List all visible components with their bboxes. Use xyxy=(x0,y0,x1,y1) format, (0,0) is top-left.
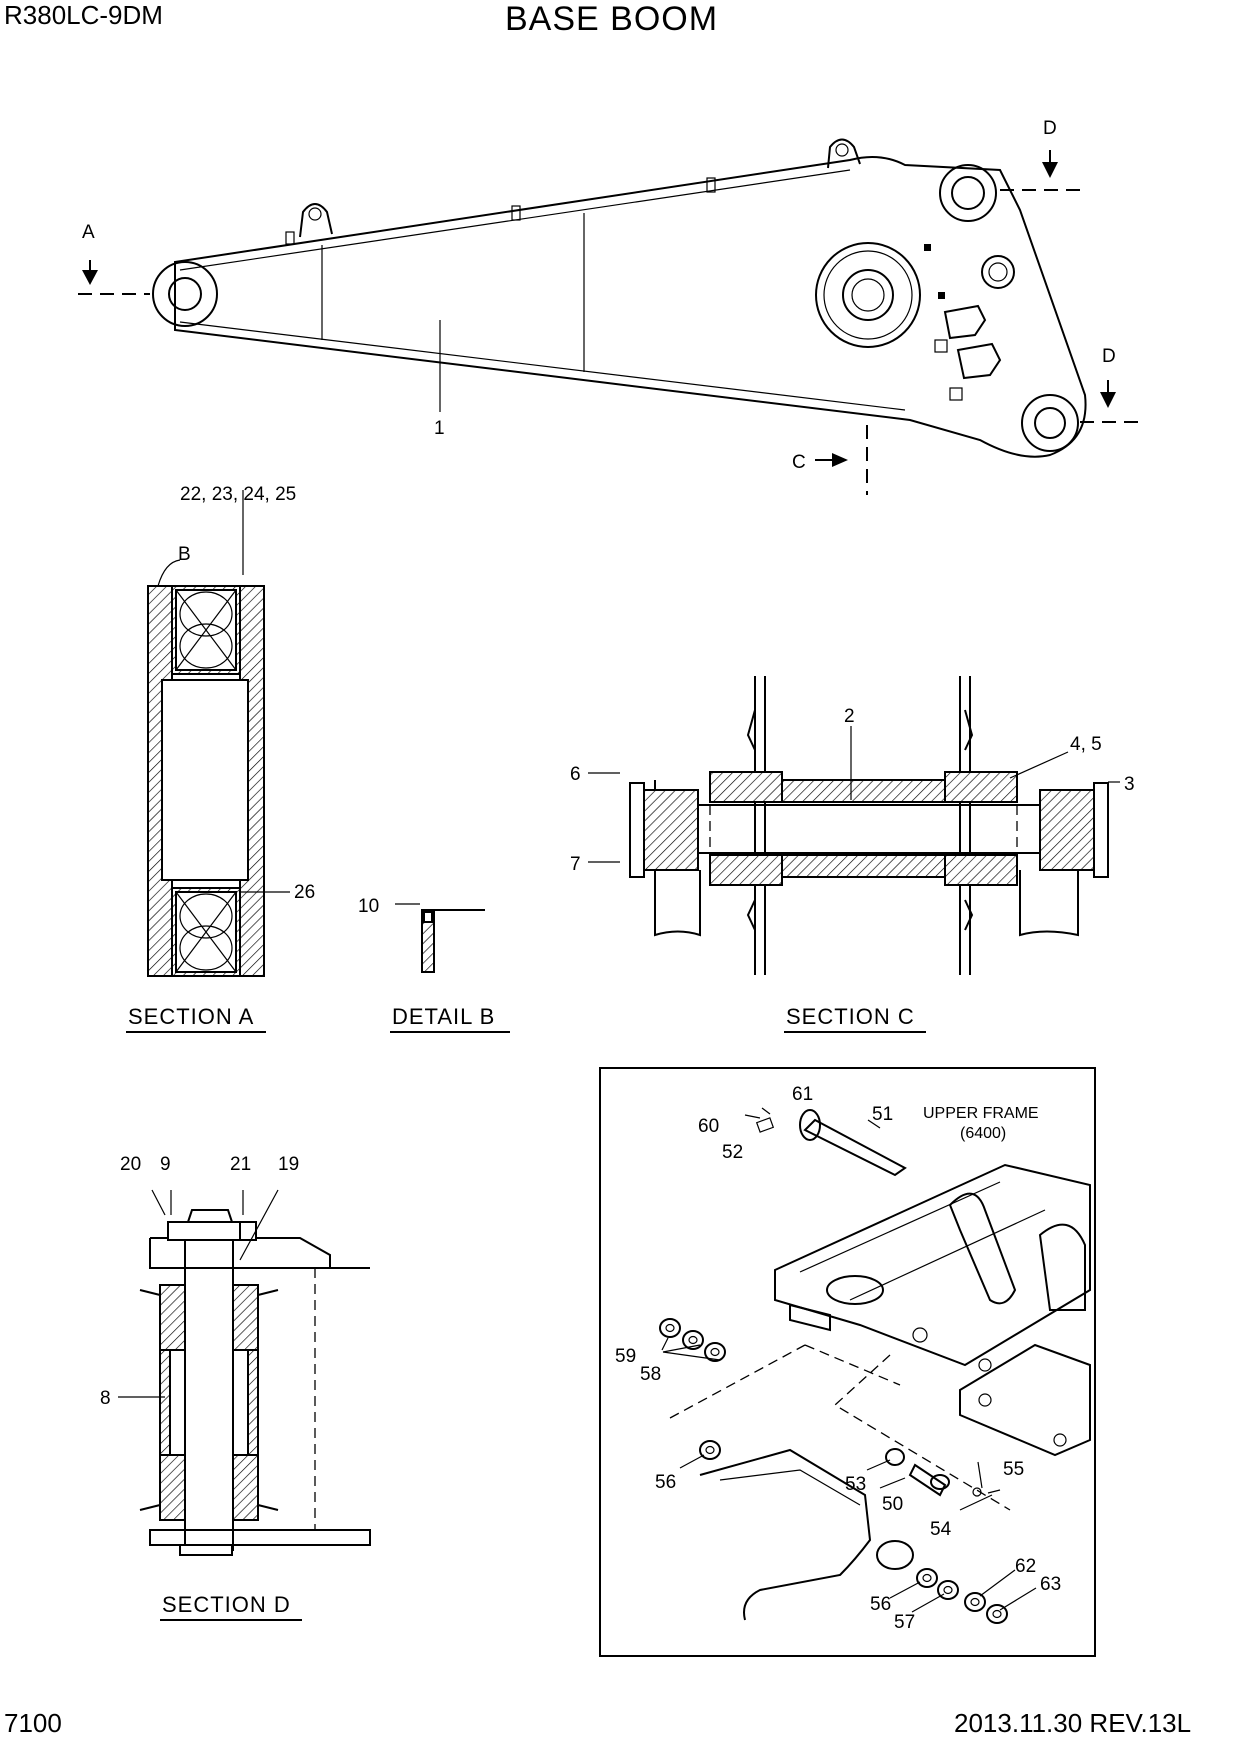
exploded-label-56-lower: 56 xyxy=(870,1594,891,1615)
section-marker-c: C xyxy=(792,452,806,473)
boom-side-view xyxy=(78,138,1145,495)
exploded-label-50: 50 xyxy=(882,1494,903,1515)
exploded-view-drawing xyxy=(659,1107,1091,1624)
section-marker-d-bottom: D xyxy=(1102,346,1116,367)
section-c-label-4-5: 4, 5 xyxy=(1070,734,1102,755)
revision-date: 2013.11.30 REV.13L xyxy=(954,1708,1192,1738)
exploded-view-frame xyxy=(599,1067,1096,1657)
section-d-label-20: 20 xyxy=(120,1154,141,1175)
exploded-label-56-upper: 56 xyxy=(655,1472,676,1493)
exploded-label-52: 52 xyxy=(722,1142,743,1163)
section-c-label-2: 2 xyxy=(844,706,855,727)
section-a-label-26: 26 xyxy=(294,882,315,903)
upper-frame-code: (6400) xyxy=(960,1125,1006,1142)
section-c-label-7: 7 xyxy=(570,854,581,875)
detail-b-label-10: 10 xyxy=(358,896,379,917)
detail-marker-b: B xyxy=(178,544,191,565)
exploded-label-57: 57 xyxy=(894,1612,915,1633)
section-d-label-8: 8 xyxy=(100,1388,111,1409)
section-d-label-21: 21 xyxy=(230,1154,251,1175)
section-c-label-6: 6 xyxy=(570,764,581,785)
section-a-drawing xyxy=(147,490,290,977)
exploded-label-63: 63 xyxy=(1040,1574,1061,1595)
part-label-1: 1 xyxy=(434,418,445,439)
exploded-label-53: 53 xyxy=(845,1474,866,1495)
exploded-label-60: 60 xyxy=(698,1116,719,1137)
page-number: 7100 xyxy=(4,1708,62,1738)
section-a-caption: SECTION A xyxy=(128,1004,254,1029)
section-a-label-22-25: 22, 23, 24, 25 xyxy=(180,484,296,505)
exploded-label-54: 54 xyxy=(930,1519,952,1540)
upper-frame-label: UPPER FRAME xyxy=(923,1105,1039,1122)
section-d-drawing xyxy=(118,1189,371,1556)
section-c-caption: SECTION C xyxy=(786,1004,915,1029)
detail-b-caption: DETAIL B xyxy=(392,1004,495,1029)
section-d-caption: SECTION D xyxy=(162,1592,291,1617)
exploded-label-51: 51 xyxy=(872,1104,893,1125)
detail-b-drawing xyxy=(395,903,485,973)
section-d-label-9: 9 xyxy=(160,1154,171,1175)
exploded-label-62: 62 xyxy=(1015,1556,1036,1577)
section-c-drawing xyxy=(588,676,1120,975)
exploded-label-59: 59 xyxy=(615,1346,636,1367)
exploded-label-55: 55 xyxy=(1003,1459,1024,1480)
page-title: BASE BOOM xyxy=(505,0,719,38)
model-number: R380LC-9DM xyxy=(4,0,163,30)
section-c-label-3: 3 xyxy=(1124,774,1135,795)
section-marker-d-top: D xyxy=(1043,118,1057,139)
exploded-label-58: 58 xyxy=(640,1364,661,1385)
exploded-label-61: 61 xyxy=(792,1084,813,1105)
section-d-label-19: 19 xyxy=(278,1154,299,1175)
section-marker-a: A xyxy=(82,222,95,243)
